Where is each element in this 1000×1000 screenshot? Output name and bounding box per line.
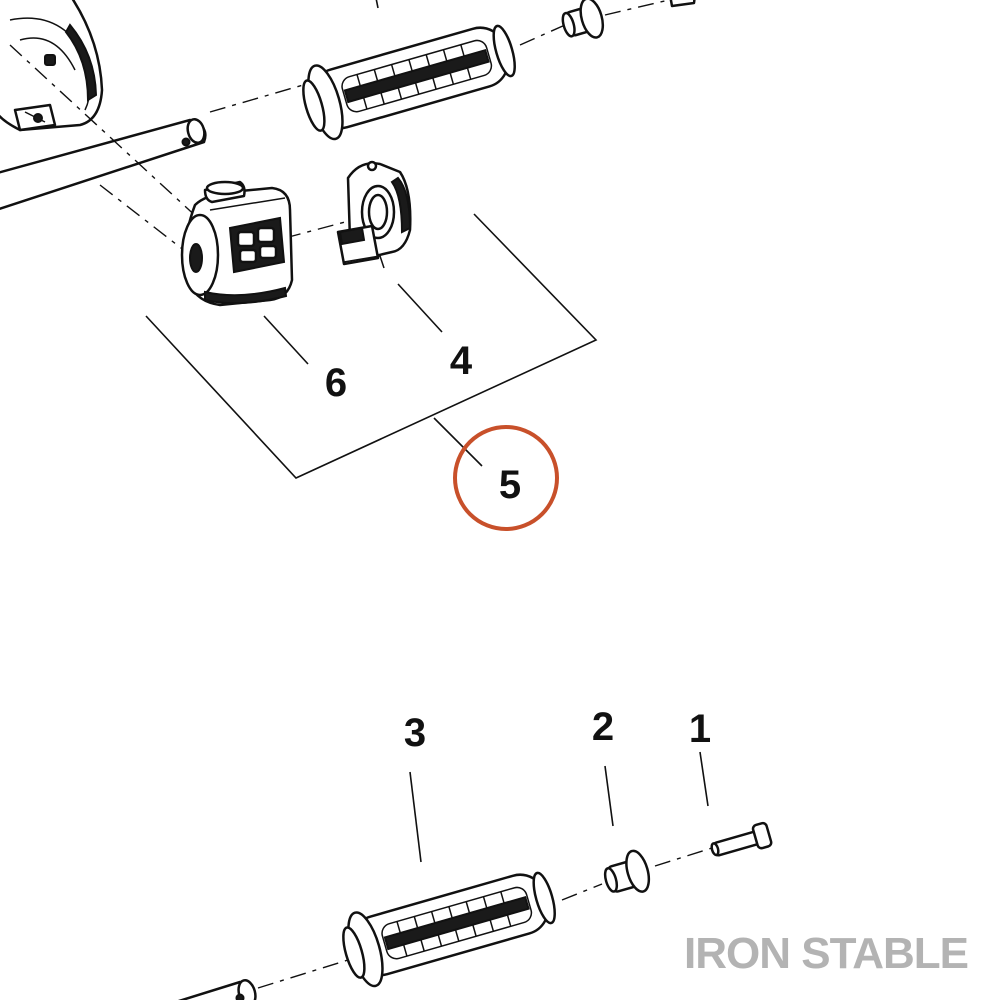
axis-line-top-grip [209, 82, 311, 113]
axis-line-top-far-right [604, 0, 672, 16]
handlebar-tube-lower [177, 979, 257, 1000]
switch-control-housing [180, 180, 294, 307]
clamp-bracket [336, 160, 412, 269]
callout-label-6: 6 [325, 361, 347, 405]
callout-label-2: 2 [592, 705, 614, 749]
highlight-circle-part-5 [453, 425, 559, 531]
axis-line-bottom-bushing [561, 883, 603, 901]
end-bolt [710, 821, 773, 857]
leader-part-1 [699, 751, 709, 807]
axis-line-bottom-tube [257, 959, 349, 989]
callout-label-1: 1 [689, 707, 711, 751]
leader-part-3 [409, 771, 422, 863]
callout-label-3: 3 [404, 711, 426, 755]
grip-end-bushing [603, 849, 651, 893]
handlebar-grip-bottom [342, 871, 556, 988]
end-bolt-top-cropped [669, 0, 696, 8]
axis-line-switch-diagonal-b [99, 184, 191, 256]
grip-end-bushing-top [561, 0, 605, 39]
leader-part-2 [604, 765, 614, 827]
handlebar-tube-upper [0, 117, 207, 211]
callout-label-4: 4 [450, 339, 473, 383]
leader-part-6 [263, 315, 309, 365]
handlebar-grip-top [302, 24, 516, 141]
switch-housing-top-left [0, 0, 104, 132]
watermark-text: IRON STABLE [684, 929, 968, 978]
axis-line-switch-diagonal-a [9, 44, 201, 221]
leader-part-4 [397, 283, 443, 333]
callout-label-5: 5 [499, 463, 521, 507]
axis-line-switch-to-bracket [284, 221, 346, 239]
leader-stub-top [375, 0, 379, 9]
axis-line-top-right [519, 24, 566, 46]
axis-line-bottom-bolt [654, 847, 713, 867]
group-bracket-part-5 [145, 213, 598, 479]
